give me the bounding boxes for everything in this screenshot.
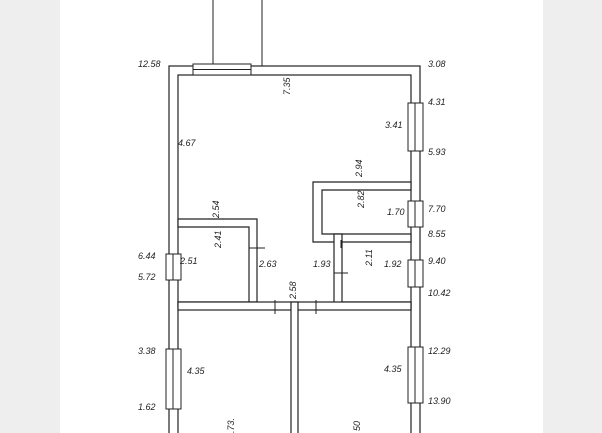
- label-right-770: 7.70: [428, 204, 446, 214]
- label-bath-width: 1.92: [384, 259, 402, 269]
- label-left-644: 6.44: [138, 251, 156, 261]
- label-closet-width: 1.70: [387, 207, 405, 217]
- bed-divider: [290, 301, 299, 433]
- label-closet-height: 2.82: [356, 190, 366, 209]
- label-right-1390: 13.90: [428, 396, 451, 406]
- label-right-855: 8.55: [428, 229, 447, 239]
- left-margin: [0, 0, 60, 433]
- label-bed-left-width: .73.: [226, 418, 236, 433]
- label-bath-height: 2.11: [364, 249, 374, 267]
- label-right-height: 3.41: [385, 120, 403, 130]
- label-right-1229: 12.29: [428, 346, 451, 356]
- label-wc-depth: 2.54: [211, 200, 221, 219]
- label-top-width: 7.35: [282, 76, 292, 95]
- label-left-572: 5.72: [138, 272, 156, 282]
- closet-wall: [312, 181, 412, 243]
- label-left-height: 4.67: [178, 138, 197, 148]
- label-bed-left-height: 4.35: [187, 366, 206, 376]
- label-right-1042: 10.42: [428, 288, 451, 298]
- label-left-162: 1.62: [138, 402, 156, 412]
- label-wc-left: 2.51: [179, 256, 198, 266]
- label-left-338: 3.38: [138, 346, 156, 356]
- label-wc-height: 2.41: [213, 230, 223, 249]
- label-bed-right-height: 4.35: [384, 364, 403, 374]
- label-bed-right-width: 50: [352, 421, 362, 431]
- label-right-940: 9.40: [428, 256, 446, 266]
- label-right-593: 5.93: [428, 147, 446, 157]
- label-right-431: 4.31: [428, 97, 446, 107]
- right-margin: [543, 0, 602, 433]
- label-corridor: 2.58: [288, 281, 298, 300]
- label-left-1258: 12.58: [138, 59, 161, 69]
- label-right-308: 3.08: [428, 59, 446, 69]
- label-partition: 2.94: [354, 159, 364, 178]
- label-wc-right: 2.63: [258, 259, 277, 269]
- label-bath-left: 1.93: [313, 259, 331, 269]
